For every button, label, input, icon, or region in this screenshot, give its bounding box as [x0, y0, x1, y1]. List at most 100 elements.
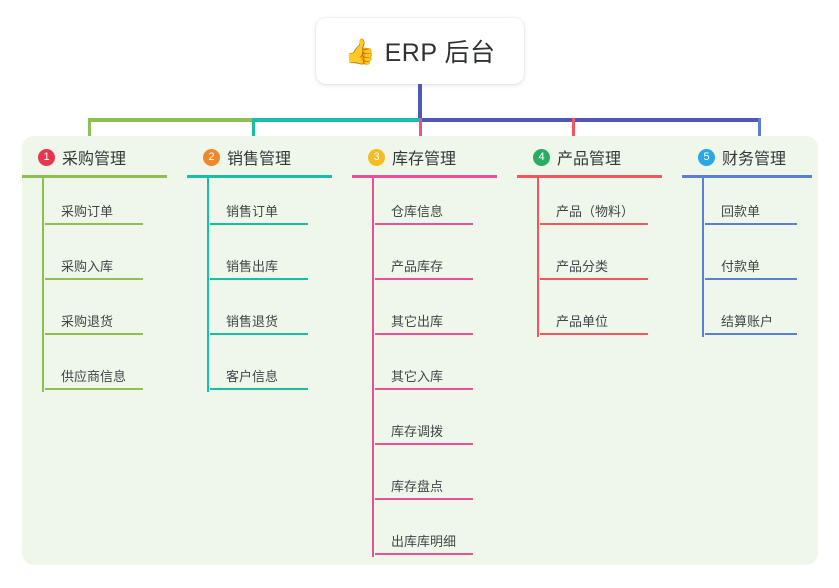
thumbs-up-emoji: 👍 [344, 36, 376, 66]
module-column-库存管理: 3 库存管理仓库信息产品库存其它出库其它入库库存调拨库存盘点出库库明细 [352, 144, 517, 563]
module-item-label: 产品（物料） [556, 204, 635, 219]
module-item-rule [540, 278, 648, 280]
module-item[interactable]: 其它出库 [355, 288, 517, 343]
module-spine [702, 178, 704, 337]
module-item-rule [375, 223, 473, 225]
module-header-销售管理[interactable]: 2 销售管理 [187, 144, 352, 170]
module-item-rule [210, 388, 308, 390]
module-item-label: 销售订单 [226, 204, 279, 219]
module-spine [42, 178, 44, 392]
module-title: 财务管理 [722, 151, 787, 168]
root-node-title: ERP 后台 [384, 39, 496, 67]
module-item-rule [45, 388, 143, 390]
module-item-rule [45, 223, 143, 225]
modules-panel [22, 136, 818, 565]
module-item-label: 结算账户 [721, 314, 774, 329]
module-item-rule [210, 278, 308, 280]
module-item-label: 供应商信息 [61, 369, 127, 384]
module-item[interactable]: 客户信息 [190, 343, 352, 398]
module-item-rule [375, 443, 473, 445]
module-item-rule [540, 223, 648, 225]
module-items: 产品（物料） 产品分类产品单位 [517, 178, 682, 343]
module-item-label: 库存盘点 [391, 479, 444, 494]
module-spine [372, 178, 374, 557]
module-header-库存管理[interactable]: 3 库存管理 [352, 144, 517, 170]
module-item[interactable]: 其它入库 [355, 343, 517, 398]
module-title: 销售管理 [227, 151, 292, 168]
module-item[interactable]: 销售出库 [190, 233, 352, 288]
module-item-label: 销售退货 [226, 314, 279, 329]
module-item[interactable]: 供应商信息 [25, 343, 187, 398]
module-items: 仓库信息产品库存其它出库其它入库库存调拨库存盘点出库库明细 [352, 178, 517, 563]
module-item[interactable]: 库存调拨 [355, 398, 517, 453]
module-item-label: 仓库信息 [391, 204, 444, 219]
module-item[interactable]: 产品库存 [355, 233, 517, 288]
module-item[interactable]: 仓库信息 [355, 178, 517, 233]
module-item-label: 产品单位 [556, 314, 609, 329]
module-item[interactable]: 产品分类 [520, 233, 682, 288]
module-items: 采购订单采购入库采购退货供应商信息 [22, 178, 187, 398]
module-item-label: 采购订单 [61, 204, 114, 219]
module-item-rule [705, 223, 797, 225]
module-item[interactable]: 采购订单 [25, 178, 187, 233]
module-number-badge: 3 [368, 148, 385, 166]
module-item[interactable]: 采购退货 [25, 288, 187, 343]
module-item[interactable]: 产品单位 [520, 288, 682, 343]
module-item-rule [705, 333, 797, 335]
module-header-rule [22, 175, 167, 178]
connector-segment-3 [419, 118, 758, 122]
module-item[interactable]: 销售订单 [190, 178, 352, 233]
module-item-label: 采购退货 [61, 314, 114, 329]
module-item-rule [375, 388, 473, 390]
module-item-rule [375, 278, 473, 280]
connector-segment-2 [252, 118, 419, 122]
module-item-rule [705, 278, 797, 280]
module-item[interactable]: 结算账户 [685, 288, 832, 343]
module-header-rule [682, 175, 812, 178]
module-header-rule [517, 175, 662, 178]
module-item-label: 客户信息 [226, 369, 279, 384]
module-item[interactable]: 回款单 [685, 178, 832, 233]
module-item-rule [375, 333, 473, 335]
module-title: 产品管理 [557, 151, 622, 168]
module-item[interactable]: 库存盘点 [355, 453, 517, 508]
root-trunk-connector [418, 84, 422, 122]
module-item[interactable]: 采购入库 [25, 233, 187, 288]
module-item-rule [45, 333, 143, 335]
module-column-销售管理: 2 销售管理销售订单销售出库销售退货客户信息 [187, 144, 352, 398]
module-item-rule [375, 498, 473, 500]
module-item-label: 库存调拨 [391, 424, 444, 439]
module-title: 采购管理 [62, 151, 127, 168]
module-spine [537, 178, 539, 337]
module-item-label: 产品分类 [556, 259, 609, 274]
root-node-erp-backend[interactable]: 👍 ERP 后台 [316, 18, 524, 84]
module-item-label: 回款单 [721, 204, 761, 219]
module-number-badge: 1 [38, 148, 55, 166]
connector-segment-1 [88, 118, 252, 122]
module-item-label: 出库库明细 [391, 534, 457, 549]
module-item-label: 付款单 [721, 259, 761, 274]
module-item-label: 产品库存 [391, 259, 444, 274]
module-number-badge: 2 [203, 148, 220, 166]
module-item-rule [540, 333, 648, 335]
module-item[interactable]: 出库库明细 [355, 508, 517, 563]
module-header-采购管理[interactable]: 1 采购管理 [22, 144, 187, 170]
module-header-rule [352, 175, 497, 178]
module-item-label: 其它入库 [391, 369, 444, 384]
module-item[interactable]: 产品（物料） [520, 178, 682, 233]
module-item-label: 采购入库 [61, 259, 114, 274]
module-title: 库存管理 [392, 151, 457, 168]
module-item-rule [210, 223, 308, 225]
module-items: 销售订单销售出库销售退货客户信息 [187, 178, 352, 398]
module-item[interactable]: 销售退货 [190, 288, 352, 343]
module-item[interactable]: 付款单 [685, 233, 832, 288]
module-spine [207, 178, 209, 392]
module-items: 回款单付款单结算账户 [682, 178, 832, 343]
module-item-rule [210, 333, 308, 335]
module-column-采购管理: 1 采购管理采购订单采购入库采购退货供应商信息 [22, 144, 187, 398]
